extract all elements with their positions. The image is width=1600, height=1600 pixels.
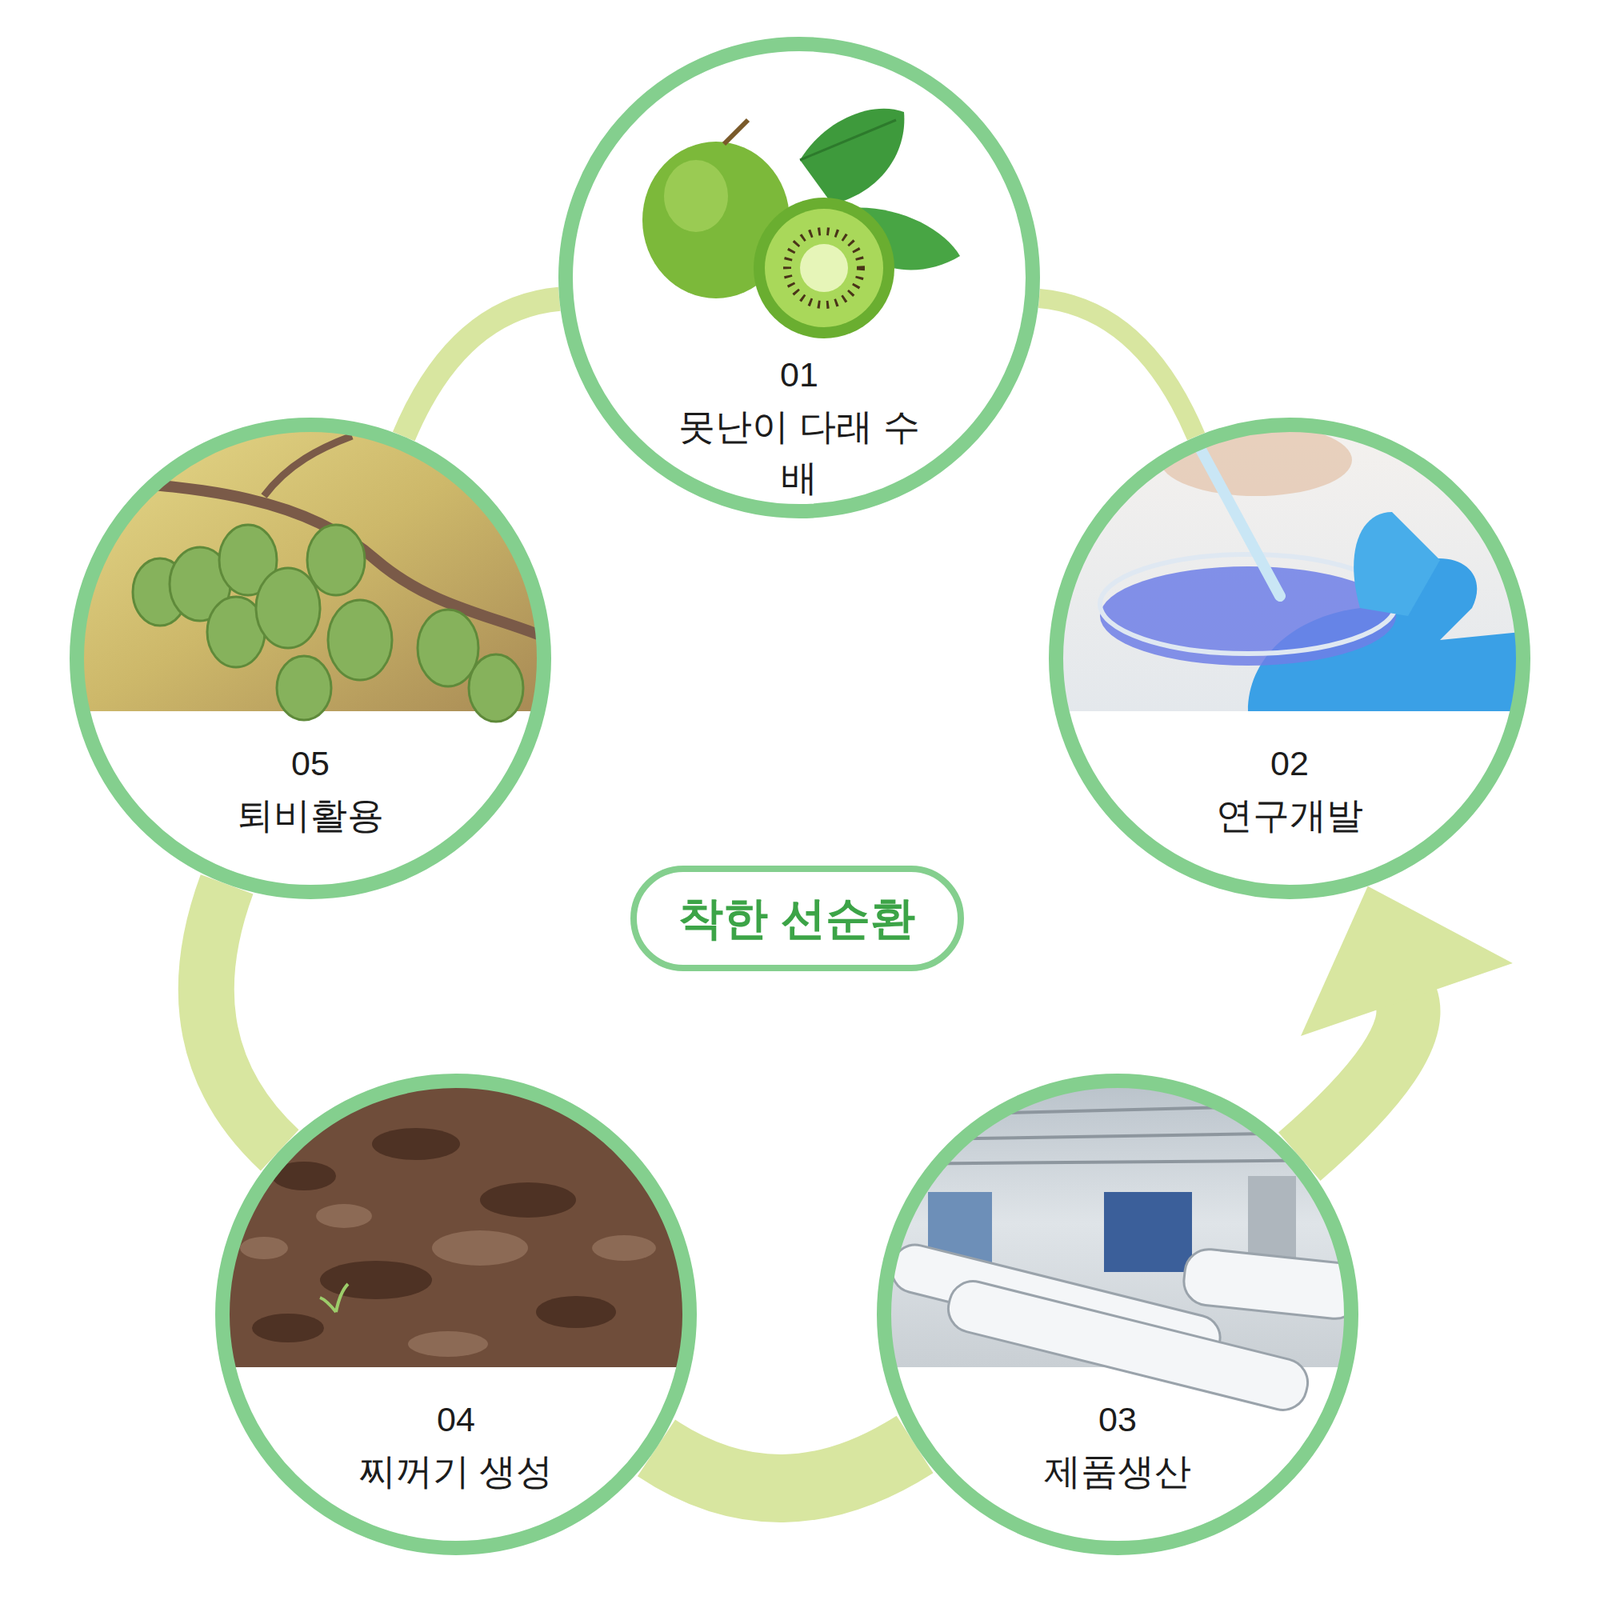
cycle-title-pill: 착한 선순환 (630, 865, 964, 972)
cycle-title: 착한 선순환 (678, 890, 916, 947)
stage-circle: 03제품생산 (876, 1073, 1359, 1556)
stage-circle: 05퇴비활용 (69, 417, 552, 900)
step-number: 02 (1063, 740, 1516, 786)
ring-segment (1039, 298, 1196, 437)
lab-photo (1056, 424, 1536, 712)
stage-circle: 02연구개발 (1048, 417, 1531, 900)
stage-text: 04찌꺼기 생성 (229, 1396, 683, 1497)
step-label: 연구개발 (1097, 789, 1482, 841)
step-label: 못난이 다래 수배 (675, 400, 924, 504)
cycle-arrow (1039, 298, 1196, 437)
stage-text: 03제품생산 (891, 1396, 1344, 1497)
step-label: 찌꺼기 생성 (264, 1445, 648, 1497)
stage-text: 02연구개발 (1063, 740, 1516, 841)
ring-segment (206, 884, 280, 1151)
stage-circle: 04찌꺼기 생성 (215, 1073, 697, 1556)
soil-photo (224, 1080, 696, 1368)
kiwi-berry-illustration (642, 108, 960, 339)
factory-photo (880, 1080, 1363, 1416)
step-number: 03 (891, 1396, 1344, 1442)
arrow-head (1300, 886, 1513, 1036)
cycle-arrow (1299, 886, 1513, 1157)
ring-segment (404, 299, 560, 437)
ring-segment (656, 1444, 915, 1488)
step-number: 01 (572, 352, 1026, 397)
cycle-arrow (206, 884, 280, 1151)
step-number: 04 (229, 1396, 683, 1442)
step-label: 퇴비활용 (118, 789, 503, 841)
berry-branch-photo (80, 424, 552, 722)
circle-ground (78, 45, 1522, 1547)
stage-text: 05퇴비활용 (84, 740, 537, 841)
step-number: 05 (84, 740, 537, 786)
cycle-arrow (656, 1444, 915, 1488)
step-label: 제품생산 (925, 1445, 1310, 1497)
stage-circle: 01못난이 다래 수배 (558, 36, 1040, 519)
stage-text: 01못난이 다래 수배 (572, 352, 1026, 504)
cycle-arrow (404, 299, 560, 437)
